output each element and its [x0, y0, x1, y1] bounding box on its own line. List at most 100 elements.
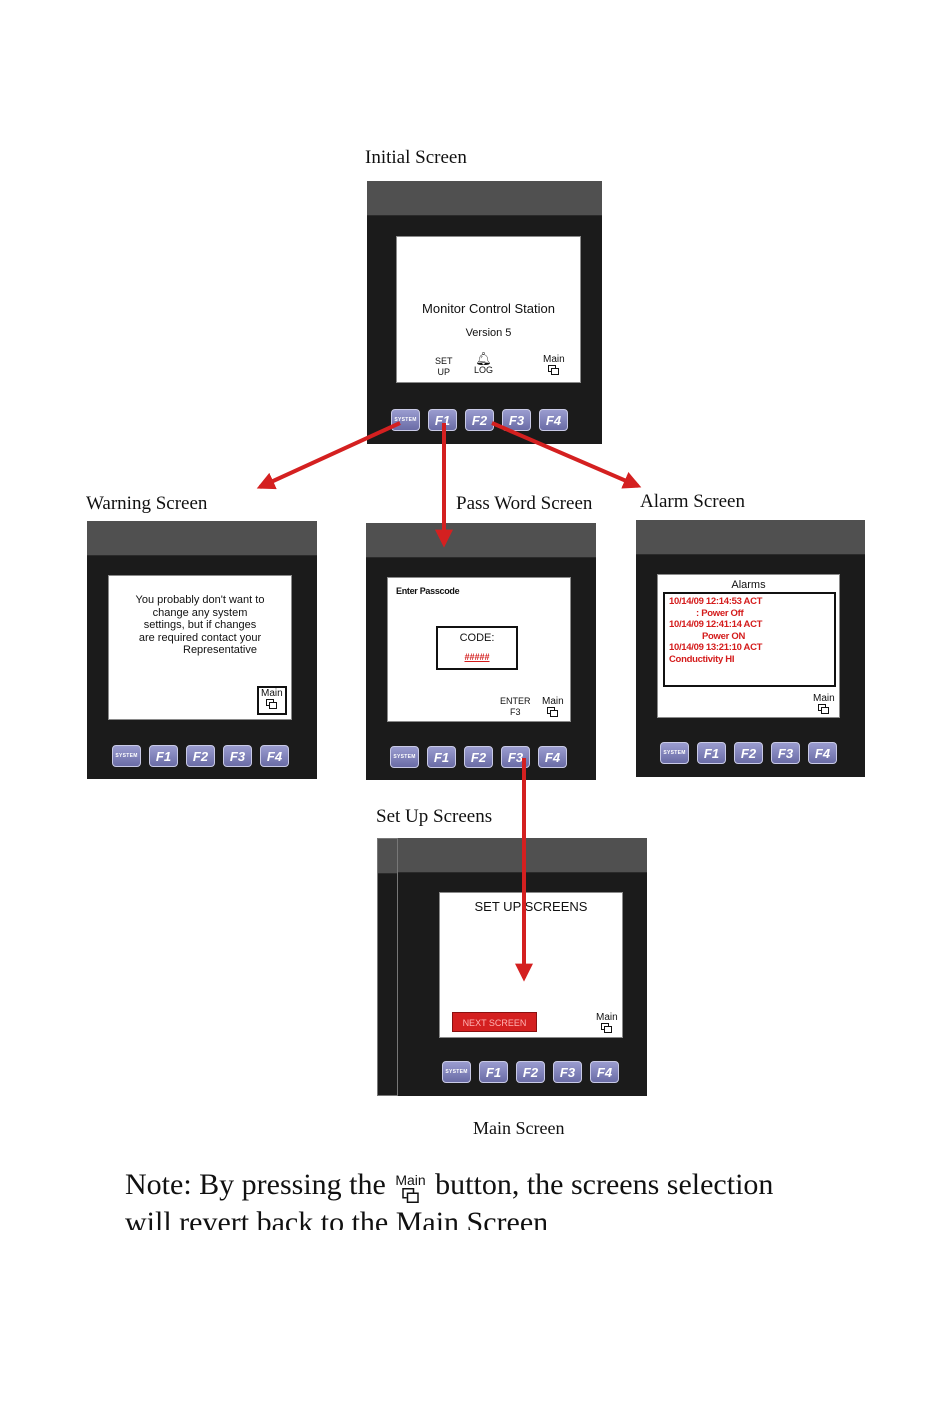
main-softkey[interactable]: Main — [596, 1013, 618, 1036]
warning-line2: change any system — [152, 606, 248, 619]
caption-warning-screen: Warning Screen — [86, 493, 208, 514]
system-key[interactable]: SYSTEM — [112, 745, 141, 767]
main-screen-icon — [818, 704, 830, 714]
alarms-title: Alarms — [731, 579, 766, 591]
enter-label: ENTER — [500, 696, 531, 706]
setup-lcd: SET UP SCREENS NEXT SCREEN Main — [439, 892, 623, 1038]
f1-key[interactable]: F1 — [149, 745, 178, 767]
f1-key[interactable]: F1 — [697, 742, 726, 764]
device-top-bar — [636, 520, 865, 555]
main-softkey[interactable]: Main — [542, 697, 564, 720]
system-key[interactable]: SYSTEM — [660, 742, 689, 764]
f3-key[interactable]: F3 — [223, 745, 252, 767]
version-label: Version 5 — [465, 327, 512, 339]
alarm-screen-device: Alarms 10/14/09 12:14:53 ACT : Power Off… — [636, 520, 865, 777]
warning-lcd: You probably don't want to change any sy… — [108, 575, 292, 720]
device-top-bar — [366, 523, 596, 558]
main-label: Main — [261, 688, 283, 699]
alarm-entry: Conductivity HI — [669, 653, 735, 665]
next-screen-button[interactable]: NEXT SCREEN — [452, 1012, 537, 1032]
main-screen-icon — [547, 707, 559, 717]
warning-message: You probably don't want to change any sy… — [109, 594, 291, 657]
alarm-entry: 10/14/09 13:21:10 ACT — [669, 642, 763, 654]
main-softkey[interactable]: Main — [543, 355, 565, 378]
f3-key[interactable]: F3 — [771, 742, 800, 764]
code-box[interactable]: CODE: ##### — [436, 626, 518, 670]
alarm-entry: 10/14/09 12:41:14 ACT — [669, 619, 763, 631]
caption-initial-screen: Initial Screen — [365, 147, 467, 168]
f4-key[interactable]: F4 — [590, 1061, 619, 1083]
setup-screen-device: SET UP SCREENS NEXT SCREEN Main SYSTEM F… — [397, 838, 647, 1096]
enter-passcode-title: Enter Passcode — [396, 586, 460, 596]
warning-screen-device: You probably don't want to change any sy… — [87, 521, 317, 779]
password-function-keys: SYSTEM F1 F2 F3 F4 — [390, 746, 567, 768]
caption-main-screen: Main Screen — [473, 1118, 565, 1138]
bell-icon: 🔔︎ — [475, 351, 492, 366]
main-screen-icon — [266, 699, 278, 709]
note-part2: button, the screens selection — [435, 1168, 774, 1201]
f4-key[interactable]: F4 — [808, 742, 837, 764]
initial-function-keys: SYSTEM F1 F2 F3 F4 — [391, 409, 568, 431]
warning-line4: are required contact your — [138, 631, 262, 644]
setup-function-keys: SYSTEM F1 F2 F3 F4 — [442, 1061, 619, 1083]
main-screen-icon — [402, 1188, 419, 1203]
alarm-entry: : Power Off — [696, 607, 744, 619]
warning-line1: You probably don't want to — [135, 594, 265, 606]
device-top-bar — [367, 181, 602, 216]
device-top-bar — [398, 838, 647, 873]
main-label: Main — [543, 354, 565, 365]
alarm-entries: 10/14/09 12:14:53 ACT : Power Off 10/14/… — [669, 596, 762, 666]
code-label: CODE: — [459, 632, 495, 644]
f2-key[interactable]: F2 — [465, 409, 494, 431]
enter-softkey[interactable]: ENTER F3 — [500, 696, 531, 718]
f4-key[interactable]: F4 — [539, 409, 568, 431]
f2-key[interactable]: F2 — [516, 1061, 545, 1083]
f3-key[interactable]: F3 — [553, 1061, 582, 1083]
device-top-bar — [87, 521, 317, 556]
main-button-inline: Main — [395, 1172, 426, 1203]
warning-line3: settings, but if changes — [143, 619, 257, 631]
main-label: Main — [813, 693, 835, 704]
warning-line5: Representative — [183, 644, 257, 656]
main-softkey[interactable]: Main — [813, 694, 835, 717]
alarm-function-keys: SYSTEM F1 F2 F3 F4 — [660, 742, 837, 764]
alarm-entry: Power ON — [702, 630, 745, 642]
setup-title: SET UP SCREENS — [474, 899, 588, 914]
f1-key[interactable]: F1 — [428, 409, 457, 431]
system-key[interactable]: SYSTEM — [442, 1061, 471, 1083]
enter-key-label: F3 — [510, 707, 521, 717]
alarm-entry: 10/14/09 12:14:53 ACT — [669, 596, 763, 607]
setup-softkey-label[interactable]: SET UP — [435, 356, 453, 378]
f3-key[interactable]: F3 — [502, 409, 531, 431]
system-key[interactable]: SYSTEM — [390, 746, 419, 768]
note-part1: Note: By pressing the — [125, 1168, 386, 1201]
main-softkey[interactable]: Main — [257, 686, 287, 715]
initial-screen-device: Monitor Control Station Version 5 SET UP… — [367, 181, 602, 444]
note-text: Note: By pressing the Main button, the s… — [125, 1166, 885, 1230]
main-label: Main — [395, 1172, 426, 1188]
initial-lcd: Monitor Control Station Version 5 SET UP… — [396, 236, 581, 383]
f2-key[interactable]: F2 — [734, 742, 763, 764]
password-lcd: Enter Passcode CODE: ##### ENTER F3 Main — [387, 577, 571, 722]
f3-key[interactable]: F3 — [501, 746, 530, 768]
alarm-lcd: Alarms 10/14/09 12:14:53 ACT : Power Off… — [657, 574, 840, 718]
main-label: Main — [596, 1012, 618, 1023]
warning-function-keys: SYSTEM F1 F2 F3 F4 — [112, 745, 289, 767]
f1-key[interactable]: F1 — [479, 1061, 508, 1083]
caption-setup-screens: Set Up Screens — [376, 806, 493, 827]
note-line1: Note: By pressing the Main button, the s… — [125, 1166, 885, 1204]
password-screen-device: Enter Passcode CODE: ##### ENTER F3 Main… — [366, 523, 596, 780]
f4-key[interactable]: F4 — [260, 745, 289, 767]
f4-key[interactable]: F4 — [538, 746, 567, 768]
setup-line1: SET — [435, 356, 453, 366]
f2-key[interactable]: F2 — [186, 745, 215, 767]
main-screen-icon — [601, 1023, 613, 1033]
station-title: Monitor Control Station — [422, 301, 555, 316]
main-screen-icon — [548, 365, 560, 375]
log-softkey[interactable]: 🔔︎ LOG — [474, 351, 493, 376]
caption-alarm-screen: Alarm Screen — [640, 491, 745, 512]
alarm-list[interactable]: 10/14/09 12:14:53 ACT : Power Off 10/14/… — [663, 592, 836, 687]
f1-key[interactable]: F1 — [427, 746, 456, 768]
f2-key[interactable]: F2 — [464, 746, 493, 768]
system-key[interactable]: SYSTEM — [391, 409, 420, 431]
